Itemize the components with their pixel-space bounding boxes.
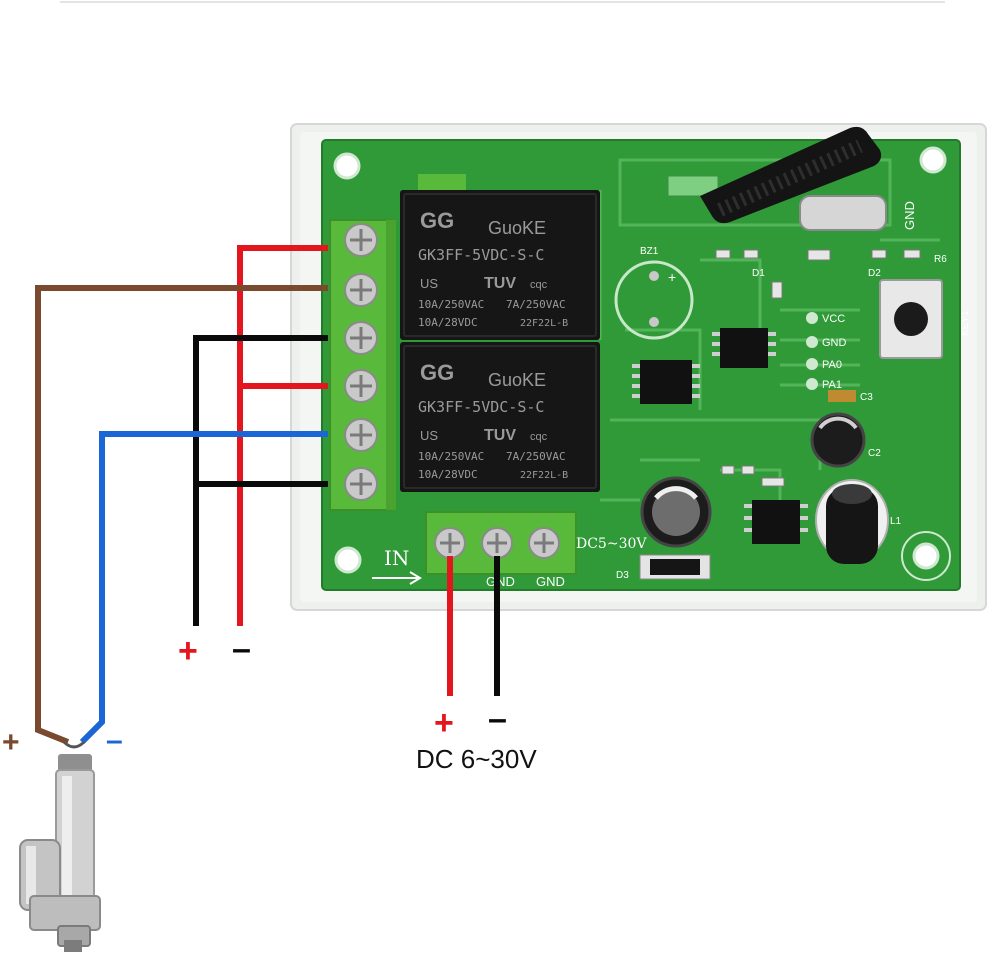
in-label: IN xyxy=(384,546,409,570)
relay-rating-ac: 10A/250VAC xyxy=(418,450,484,463)
relay-model: GK3FF-5VDC-S-C xyxy=(418,246,544,264)
relay-rating-ac-2: 7A/250VAC xyxy=(506,450,566,463)
supply-voltage-label: DC 6~30V xyxy=(416,744,537,774)
mount-hole-icon xyxy=(333,152,361,180)
relay-brand: GuoKE xyxy=(488,370,546,390)
actuator-plus-label: + xyxy=(2,726,20,759)
ic-chip xyxy=(744,500,808,544)
gnd-top-label: GND xyxy=(902,201,917,230)
relay-1: GG GuoKE GK3FF-5VDC-S-C US TUV cqc 10A/2… xyxy=(400,190,600,340)
supply-minus-label: – xyxy=(488,700,507,738)
in-arrow-icon xyxy=(372,571,422,585)
relay-brand: GuoKE xyxy=(488,218,546,238)
terminal-screw-icon xyxy=(481,527,513,559)
supply-plus-label: + xyxy=(434,704,454,742)
relay-code: 22F22L-B xyxy=(520,470,568,481)
relay-rating-ac: 10A/250VAC xyxy=(418,298,484,311)
terminal-screw-icon xyxy=(344,369,378,403)
wire-red-relay-common xyxy=(237,245,328,626)
pa1-label: PA1 xyxy=(822,379,842,391)
relay-pad xyxy=(418,174,466,190)
power-range-label: DC5~30V xyxy=(576,536,647,552)
mount-hole-icon xyxy=(334,546,362,574)
relay-rating-ac-2: 7A/250VAC xyxy=(506,298,566,311)
relay-rating-dc: 10A/28VDC xyxy=(418,316,478,329)
ic-chip xyxy=(632,360,700,404)
terminal-screw-icon xyxy=(344,321,378,355)
wire-brown-actuator xyxy=(35,285,328,745)
relay-logo-icon: GG xyxy=(420,360,454,385)
mount-hole-icon xyxy=(919,146,947,174)
smd-components xyxy=(715,249,921,487)
relay-cert: TUV xyxy=(484,275,516,292)
relay-cert-cqc: cqc xyxy=(530,279,548,291)
relay-code: 22F22L-B xyxy=(520,318,568,329)
relay-model: GK3FF-5VDC-S-C xyxy=(418,398,544,416)
terminal-screw-icon xyxy=(344,273,378,307)
terminal-screw-icon xyxy=(528,527,560,559)
vcc-label: VCC xyxy=(822,313,845,325)
linear-actuator-icon xyxy=(19,740,101,952)
capacitor-icon xyxy=(640,476,712,548)
d1-label: D1 xyxy=(752,268,765,279)
d3-label: D3 xyxy=(616,570,629,581)
c2-label: C2 xyxy=(868,448,881,459)
terminal-screw-icon xyxy=(434,527,466,559)
terminal-screw-icon xyxy=(344,223,378,257)
relay-ul-mark: US xyxy=(420,428,438,443)
r6-label: R6 xyxy=(934,254,947,265)
crystal-icon xyxy=(799,195,887,231)
l1-label: L1 xyxy=(890,516,902,527)
relay-rating-dc: 10A/28VDC xyxy=(418,468,478,481)
relay-ul-mark: US xyxy=(420,276,438,291)
gnd-label-2: GND xyxy=(536,574,565,589)
capacitor-icon xyxy=(810,412,866,468)
diode-icon: D3 xyxy=(616,554,711,581)
buzzer-plus-icon: + xyxy=(668,269,676,285)
mount-hole-icon xyxy=(912,542,940,570)
actuator-minus-label: – xyxy=(106,724,123,757)
ic-chip xyxy=(712,328,776,368)
buzzer: + BZ1 xyxy=(614,246,694,340)
relay-cert: TUV xyxy=(484,427,516,444)
bz-label: BZ1 xyxy=(640,246,659,257)
relay-out-plus-label: + xyxy=(178,632,198,670)
d2-label: D2 xyxy=(868,268,881,279)
programming-pins: VCC GND PA0 PA1 xyxy=(806,312,847,391)
capacitor-smd xyxy=(828,390,856,402)
relay-2: GG GuoKE GK3FF-5VDC-S-C US TUV cqc 10A/2… xyxy=(400,342,600,492)
wire-blue-actuator xyxy=(79,431,328,745)
gnd-side-label: GND xyxy=(822,337,847,349)
pa0-label: PA0 xyxy=(822,359,842,371)
terminal-screw-icon xyxy=(344,418,378,452)
wire-black-relay-common xyxy=(193,335,328,626)
key-label: KEY1 xyxy=(960,310,971,336)
relay-out-minus-label: – xyxy=(232,630,251,668)
relay-output-terminal-block xyxy=(329,219,396,511)
gnd-label-1: GND xyxy=(486,574,515,589)
antenna-coil-icon xyxy=(700,126,882,224)
inductor-icon: L1 xyxy=(815,479,902,564)
relay-logo-icon: GG xyxy=(420,208,454,233)
relay-cert-cqc: cqc xyxy=(530,431,548,443)
terminal-screw-icon xyxy=(344,467,378,501)
rf-module: GND xyxy=(667,175,917,231)
pair-button: KEY1 xyxy=(879,279,971,359)
c3-label: C3 xyxy=(860,392,873,403)
